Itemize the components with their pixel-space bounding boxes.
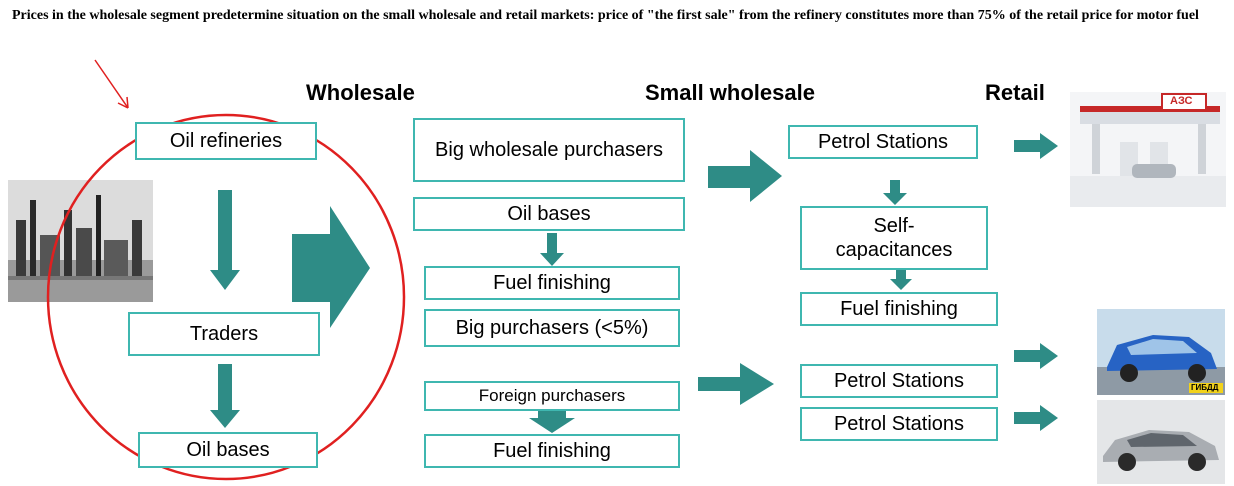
header-retail: Retail [985, 80, 1045, 105]
arrow-petrol-to-silver-car [1014, 405, 1058, 431]
box-petrol-stations-2: Petrol Stations [800, 364, 998, 398]
silver-car-image [1097, 400, 1225, 484]
box-big-wholesale-purchasers: Big wholesale purchasers [413, 118, 685, 182]
box-big-purchasers: Big purchasers (<5%) [424, 309, 680, 347]
box-fuel-finishing: Fuel finishing [424, 266, 680, 300]
arrow-wholesale-to-petrol [708, 150, 782, 202]
intro-text: Prices in the wholesale segment predeter… [12, 8, 1199, 23]
blue-car-image: ГИБДД [1097, 309, 1225, 395]
box-traders: Traders [128, 312, 320, 356]
header-small-wholesale: Small wholesale [645, 80, 815, 105]
box-oil-bases: Oil bases [413, 197, 685, 231]
box-self-capacitances: Self-capacitances [800, 206, 988, 270]
box-fuel-finishing-2: Fuel finishing [424, 434, 680, 468]
arrow-petrol-to-self [883, 180, 907, 205]
refinery-image [8, 180, 153, 302]
car-sticker: ГИБДД [1191, 383, 1219, 392]
highlight-ellipse [46, 113, 406, 481]
arrow-petrol-to-station-image [1014, 133, 1058, 159]
box-petrol-stations: Petrol Stations [788, 125, 978, 159]
arrow-foreign-to-fuel [529, 410, 575, 433]
arrow-oil-bases-to-fuel [540, 233, 564, 266]
box-oil-refineries: Oil refineries [135, 122, 317, 160]
arrow-self-to-fuel [890, 268, 912, 290]
arrow-petrol-to-blue-car [1014, 343, 1058, 369]
box-oil-bases-left: Oil bases [138, 432, 318, 468]
header-wholesale: Wholesale [306, 80, 415, 105]
arrow-traders-to-oil-bases [210, 364, 240, 428]
arrow-refineries-to-traders [210, 190, 240, 290]
arrow-foreign-to-petrol [698, 363, 774, 405]
arrow-big-right [292, 206, 370, 328]
pointer-line [94, 59, 129, 109]
gas-station-image: АЗС [1070, 92, 1226, 207]
pointer-arrowhead [117, 96, 129, 109]
box-petrol-stations-3: Petrol Stations [800, 407, 998, 441]
station-sign: АЗС [1170, 95, 1193, 107]
box-fuel-finishing-small: Fuel finishing [800, 292, 998, 326]
box-foreign-purchasers: Foreign purchasers [424, 381, 680, 411]
